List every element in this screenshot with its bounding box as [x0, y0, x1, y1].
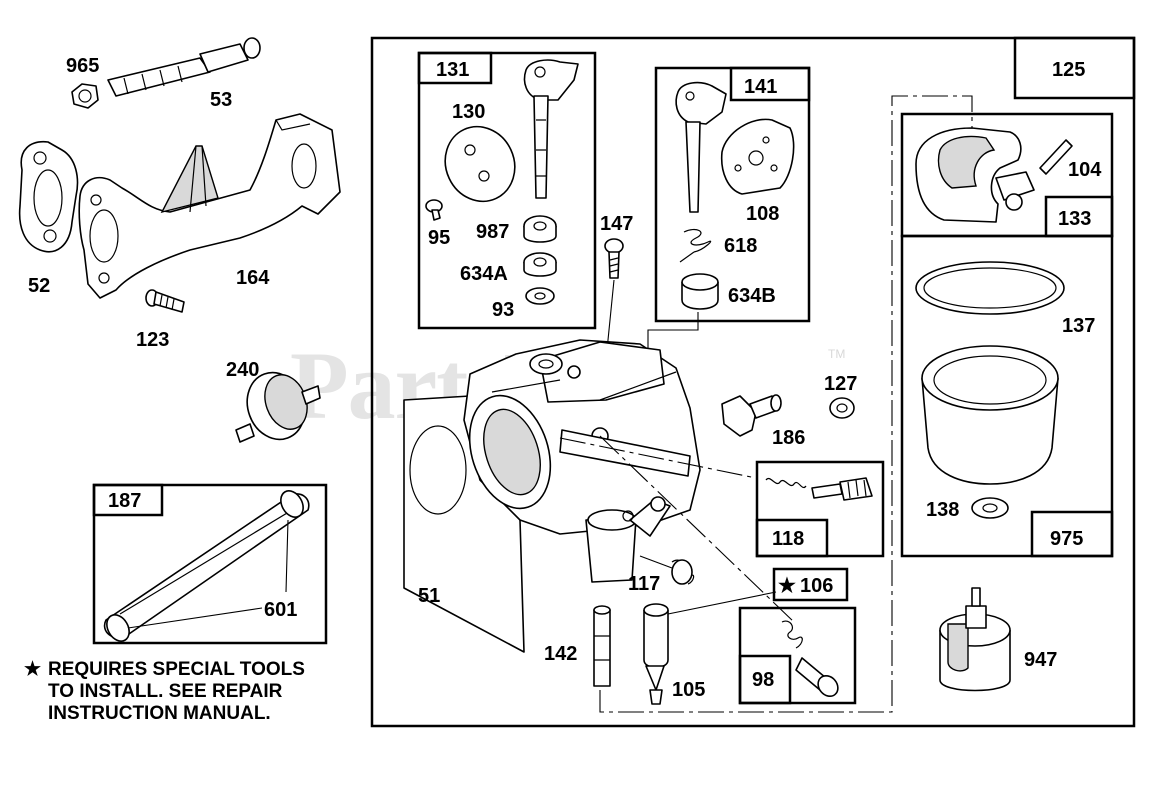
part-106-seat[interactable] [643, 603, 669, 669]
label-987: 987 [476, 221, 509, 243]
kit-98-label-box [738, 654, 792, 705]
label-106: 106 [800, 575, 833, 597]
label-947: 947 [1024, 649, 1057, 671]
part-118-idle-mixture-screw[interactable] [765, 477, 873, 501]
kit-187-label-box [92, 483, 164, 517]
part-164-intake-manifold[interactable] [78, 113, 341, 299]
part-634B-seal[interactable] [681, 273, 719, 310]
label-95: 95 [428, 227, 450, 249]
part-117-spring[interactable] [639, 555, 695, 585]
label-108: 108 [746, 203, 779, 225]
part-137-bowl-gasket[interactable] [915, 261, 1065, 315]
part-93-washer[interactable] [525, 287, 555, 305]
part-123-screw[interactable] [145, 289, 185, 313]
special-tools-note-text: REQUIRES SPECIAL TOOLS TO INSTALL. SEE R… [48, 659, 305, 724]
leader-106 [667, 591, 777, 615]
label-133: 133 [1058, 208, 1091, 230]
part-186-elbow-fitting[interactable] [721, 394, 782, 437]
kit-975-label-box [1030, 510, 1114, 558]
label-118: 118 [772, 528, 804, 550]
part-601-clamp-lower[interactable] [102, 611, 133, 645]
label-164: 164 [236, 267, 270, 289]
label-125: 125 [1052, 59, 1085, 81]
carburetor-body [463, 339, 701, 583]
label-186: 186 [772, 427, 805, 449]
label-634B: 634B [728, 285, 776, 307]
kit-975-box [900, 234, 1114, 558]
special-tools-note: ★ REQUIRES SPECIAL TOOLS TO INSTALL. SEE… [24, 659, 354, 725]
label-51: 51 [418, 585, 440, 607]
label-965: 965 [66, 55, 99, 77]
label-98: 98 [752, 669, 774, 691]
kit-131-box [417, 51, 597, 330]
label-117: 117 [628, 573, 660, 595]
part-138-washer[interactable] [971, 497, 1009, 519]
label-104: 104 [1068, 159, 1102, 181]
part-105-float-needle[interactable] [645, 665, 665, 705]
part-104-float-pin[interactable] [1039, 139, 1073, 175]
leader-634B [647, 312, 699, 356]
part-133-float[interactable] [915, 127, 1035, 223]
label-601: 601 [264, 599, 297, 621]
part-52-gasket[interactable] [18, 141, 79, 253]
leader-125 [599, 95, 973, 713]
label-147: 147 [600, 213, 633, 235]
part-240-fuel-filter[interactable] [235, 364, 321, 447]
label-93: 93 [492, 299, 514, 321]
part-95-screw[interactable] [425, 199, 443, 221]
part-142-emulsion-tube[interactable] [593, 605, 611, 687]
label-142: 142 [544, 643, 577, 665]
label-138: 138 [926, 499, 959, 521]
label-53: 53 [210, 89, 232, 111]
part-131-throttle-shaft[interactable] [523, 59, 579, 199]
watermark-trademark: TM [828, 347, 845, 361]
label-131: 131 [436, 59, 469, 81]
leader-118 [559, 437, 757, 479]
label-975: 975 [1050, 528, 1083, 550]
label-618: 618 [724, 235, 757, 257]
part-141-choke-shaft[interactable] [675, 81, 727, 213]
kit-118-label-box [755, 518, 829, 558]
kit-106-label-box [772, 567, 849, 602]
label-130: 130 [452, 101, 485, 123]
part-618-spring[interactable] [679, 228, 712, 263]
label-105: 105 [672, 679, 705, 701]
label-123: 123 [136, 329, 169, 351]
kit-141-label-box [729, 66, 811, 102]
part-601-clamp-upper[interactable] [276, 487, 307, 521]
part-127-plug[interactable] [829, 397, 855, 419]
label-127: 127 [824, 373, 857, 395]
part-130-throttle-plate[interactable] [433, 115, 527, 213]
part-947-fuel-solenoid[interactable] [939, 587, 1011, 692]
label-240: 240 [226, 359, 259, 381]
star-icon: ★ [24, 659, 42, 680]
label-634A: 634A [460, 263, 508, 285]
label-106-star: ★ [778, 575, 796, 597]
part-98-main-jet-screw[interactable] [781, 620, 842, 700]
part-108-choke-plate[interactable] [720, 118, 795, 195]
carburetor-assembly-frame [370, 36, 1136, 728]
part-53-fuel-pipe[interactable] [107, 37, 261, 97]
leader-601 [127, 519, 289, 629]
part-965-nut[interactable] [71, 83, 99, 109]
part-975-float-bowl[interactable] [921, 345, 1059, 485]
part-987-seal[interactable] [523, 215, 557, 243]
leader-98 [599, 435, 795, 623]
label-137: 137 [1062, 315, 1095, 337]
label-187: 187 [108, 490, 141, 512]
label-141: 141 [744, 76, 777, 98]
kit-187-fuel-line-box [92, 483, 328, 645]
kit-131-label-box [417, 51, 493, 85]
part-634A-seal[interactable] [523, 252, 557, 277]
label-52: 52 [28, 275, 50, 297]
kit-125-label-box [1013, 36, 1136, 100]
